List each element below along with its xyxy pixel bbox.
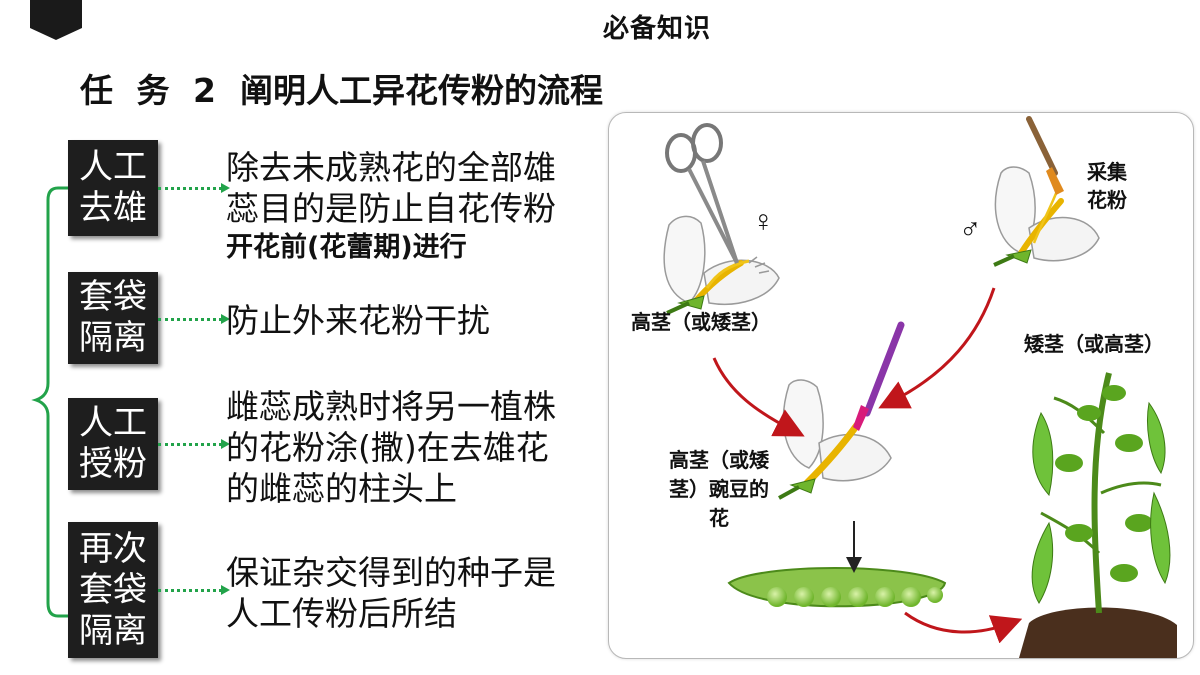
task-title: 任 务 2 阐明人工异花传粉的流程: [80, 64, 603, 112]
step-box-emasculation: 人工去雄: [68, 140, 158, 236]
dwarf-or-tall-label: 矮茎（或高茎）: [1024, 334, 1164, 356]
red-arrow-pod-to-plant: [904, 611, 1023, 644]
green-bracket: [31, 186, 70, 618]
page-header-title: 必备知识: [602, 14, 711, 44]
scissors-icon: [665, 123, 739, 264]
timing-note: 开花前(花蕾期)进行: [226, 232, 467, 263]
dotted-arrow-connector: [158, 314, 230, 324]
male-symbol: ♂: [959, 213, 982, 246]
description-text: 防止外来花粉干扰: [226, 301, 490, 340]
pollination-diagram-panel: ♀ ♂ 采集花粉 高茎（或矮茎） 矮茎（或高茎） 高茎（或矮茎）豌豆的花: [608, 112, 1194, 659]
description-text: 除去未成熟花的全部雄蕊目的是防止自花传粉: [226, 148, 556, 228]
step-label: 套袋隔离: [79, 277, 147, 358]
red-arrow-pollen-to-pollination: [878, 287, 996, 409]
paint-brush-icon: [1026, 116, 1064, 195]
dotted-arrow-connector: [158, 183, 230, 193]
pea-pod-illustration: [727, 567, 947, 608]
corner-tab-decoration: [30, 0, 82, 40]
task-heading: 阐明人工异花传粉的流程: [239, 71, 603, 110]
step-label: 人工去雄: [79, 147, 147, 228]
dotted-arrow-connector: [158, 439, 230, 449]
step-description-bagging: 防止外来花粉干扰: [226, 300, 596, 341]
step-label: 再次套袋隔离: [79, 528, 147, 651]
step-description-pollination: 雌蕊成熟时将另一植株的花粉涂(撒)在去雄花的雌蕊的柱头上: [226, 386, 576, 509]
description-text: 雌蕊成熟时将另一植株的花粉涂(撒)在去雄花的雌蕊的柱头上: [226, 387, 556, 508]
step-box-bagging: 套袋隔离: [68, 272, 158, 364]
pea-plant-illustration: [1019, 372, 1177, 658]
red-arrow-female-to-pollination: [712, 357, 805, 437]
pea-flower-label: 高茎（或矮茎）豌豆的花: [669, 450, 769, 530]
pollinated-flower-illustration: [778, 379, 892, 500]
description-text: 保证杂交得到的种子是人工传粉后所结: [226, 553, 556, 633]
female-symbol: ♀: [752, 205, 775, 238]
step-description-rebagging: 保证杂交得到的种子是人工传粉后所结: [226, 552, 556, 634]
step-box-pollination: 人工授粉: [68, 398, 158, 490]
emasculated-flower-illustration: [663, 215, 780, 315]
pollination-illustration: [663, 116, 1177, 658]
tall-or-dwarf-label: 高茎（或矮茎）: [631, 312, 771, 334]
step-label: 人工授粉: [79, 403, 147, 484]
dotted-arrow-connector: [158, 585, 230, 595]
step-description-emasculation: 除去未成熟花的全部雄蕊目的是防止自花传粉 开花前(花蕾期)进行: [226, 147, 586, 267]
pollen-donor-flower-illustration: [993, 166, 1100, 267]
step-box-rebagging: 再次套袋隔离: [68, 522, 158, 658]
collect-pollen-label: 采集花粉: [1087, 162, 1127, 212]
task-number-label: 任 务 2: [80, 71, 222, 110]
pollination-brush-icon: [853, 321, 905, 431]
